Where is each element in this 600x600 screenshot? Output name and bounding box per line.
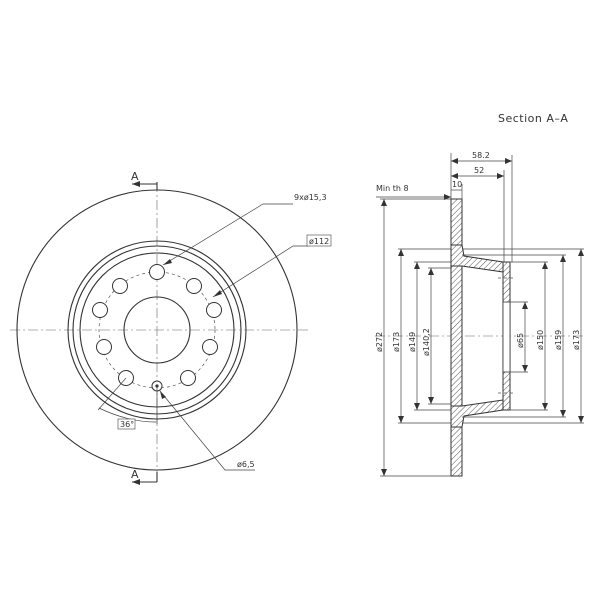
min-thickness-label: Min th 8 [376, 184, 409, 193]
angle-label-box [117, 418, 136, 430]
small-hole-leader [159, 390, 255, 471]
dim-65-arrow-t [522, 302, 528, 309]
dia-outer-label: ø272 [375, 332, 384, 352]
bolt-hole [206, 302, 222, 318]
dim-58-arrow-r [505, 158, 512, 164]
dim-173-left-arrow-t [398, 249, 404, 256]
bolt-hole [186, 278, 202, 294]
bolt-hole [112, 278, 128, 294]
bolt-holes-label: 9xø15,3 [294, 193, 327, 202]
dia-173-right-label: ø173 [572, 330, 581, 350]
bolt-hole [202, 339, 218, 355]
bolt-hole [149, 264, 165, 280]
bolt-holes [92, 264, 222, 386]
pcd-label: ø112 [309, 237, 329, 246]
dim-272-arrow-t [381, 199, 387, 206]
dim-159-arrow-b [560, 410, 566, 417]
width-disc-label: 10 [452, 180, 462, 189]
pcd-label-box [306, 234, 332, 247]
dim-140-arrow-t [428, 268, 434, 275]
width-overall-label: 58.2 [472, 151, 490, 160]
angle-extension-1 [97, 377, 127, 411]
section-arrow-bottom-head [132, 479, 140, 485]
dim-173-right-arrow-t [578, 249, 584, 256]
section-title: Section A–A [498, 112, 568, 125]
front-view: A A 9xø15,3 ø112 36° ø6,5 [10, 170, 332, 485]
dia-140-label: ø140,2 [422, 328, 431, 356]
dim-173-left-arrow-b [398, 416, 404, 423]
pcd-leader [212, 245, 308, 298]
dim-52-arrow-l [451, 173, 458, 179]
width-hub-label: 52 [474, 166, 484, 175]
pcd-leader-arrow [213, 290, 222, 297]
bolt-hole [96, 339, 112, 355]
center-bore [123, 296, 191, 364]
bolt-hole [180, 370, 196, 386]
disc-wall-section [450, 198, 463, 477]
dim-150-arrow-b [542, 403, 548, 410]
dim-173-right-arrow-b [578, 416, 584, 423]
dim-149-arrow-t [414, 262, 420, 269]
bolt-hole [92, 302, 108, 318]
dim-140-arrow-b [428, 397, 434, 404]
bolt-holes-leader [162, 203, 293, 266]
dim-52-arrow-r [497, 173, 504, 179]
dim-272-arrow-b [381, 469, 387, 476]
angle-label: 36° [120, 420, 134, 429]
section-view: Min th 8 58.2 52 10 [375, 151, 585, 477]
small-hole-leader-arrow [160, 391, 166, 399]
section-marker-top: A [131, 170, 139, 183]
dia-173-left-label: ø173 [392, 332, 401, 352]
section-arrow-top-head [132, 181, 140, 187]
dia-149-label: ø149 [408, 332, 417, 352]
dia-65-label: ø65 [516, 333, 525, 348]
section-marker-bottom: A [131, 468, 139, 481]
dim-149-arrow-b [414, 403, 420, 410]
angle-arc [98, 407, 157, 423]
dim-58-arrow-l [451, 158, 458, 164]
min-thickness-leader-arrow [444, 194, 451, 200]
bolt-holes-leader-arrow [163, 259, 172, 265]
dia-159-label: ø159 [554, 330, 563, 350]
dim-159-arrow-t [560, 255, 566, 262]
dia-150-label: ø150 [536, 330, 545, 350]
small-hole-label: ø6,5 [237, 460, 255, 469]
dim-65-arrow-b [522, 365, 528, 372]
dim-150-arrow-t [542, 262, 548, 269]
hub-bore-gap [502, 301, 511, 373]
